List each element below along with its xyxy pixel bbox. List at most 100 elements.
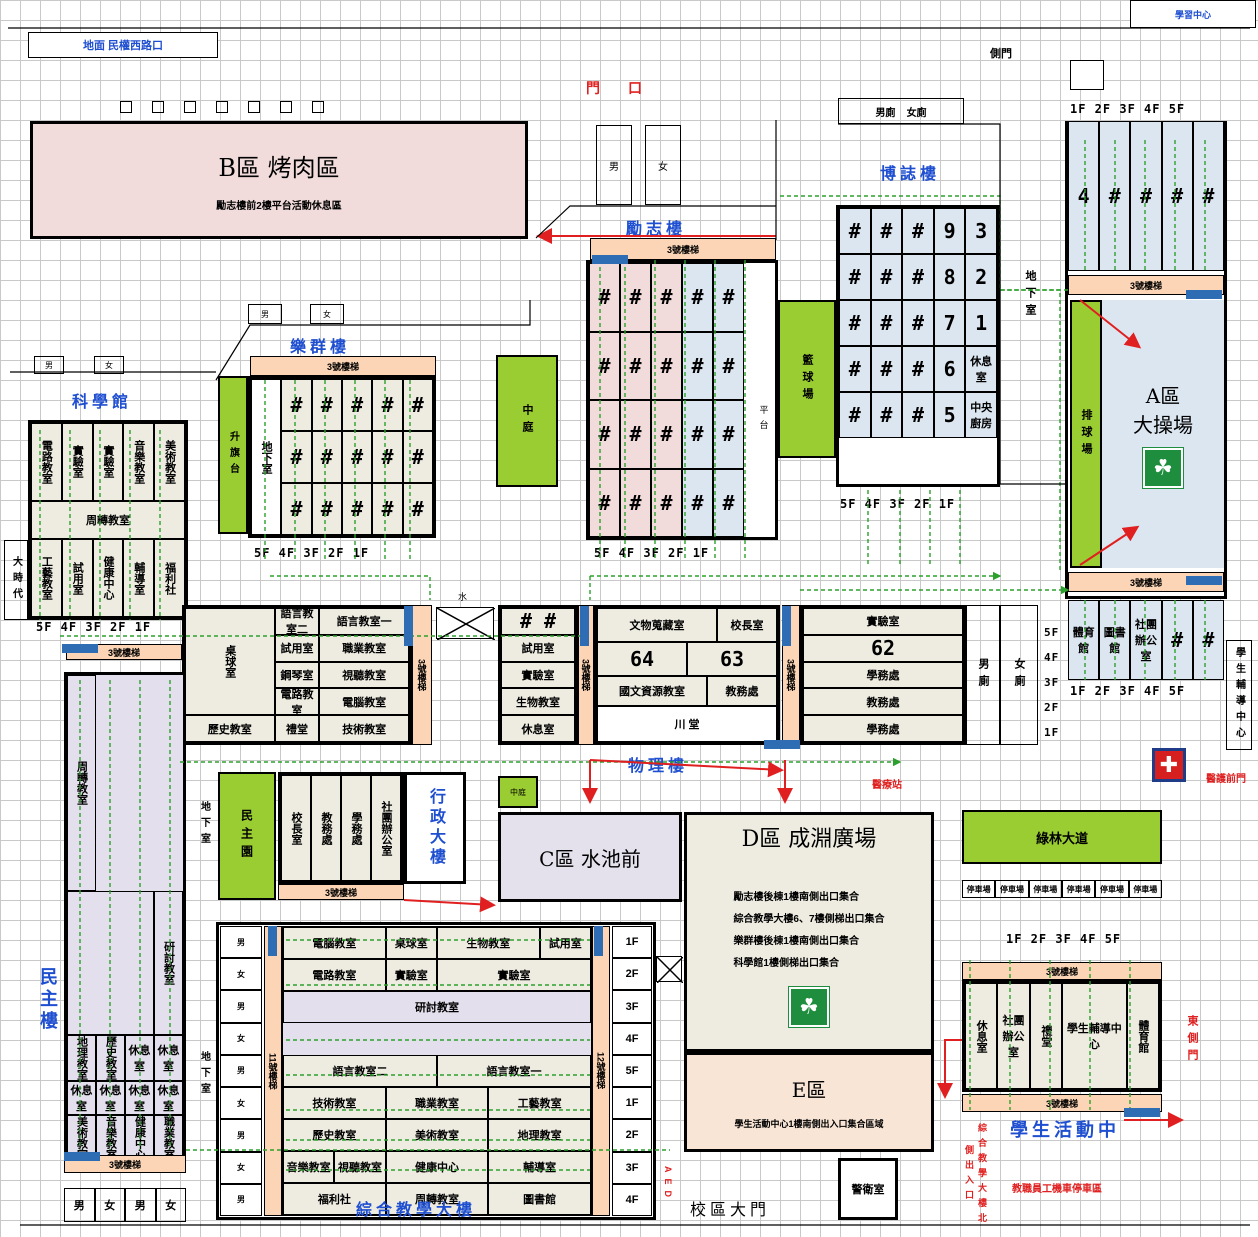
chunhui-stairs[interactable]: 3號樓梯 — [412, 605, 432, 745]
chunhui-room[interactable]: 電路教室 — [274, 688, 320, 716]
small-green-box[interactable]: 中庭 — [498, 776, 538, 808]
kexue-room[interactable]: 健康中心 — [92, 539, 124, 617]
zh-room[interactable]: 音樂教室 — [283, 1151, 335, 1183]
chunhui-room[interactable]: 禮堂 — [274, 715, 320, 742]
kexue-room[interactable]: 實驗室 — [92, 423, 124, 501]
a-stairs-bottom[interactable]: 3號樓梯 — [1068, 572, 1224, 592]
lequn-room[interactable]: # — [402, 483, 433, 535]
lizhi-room[interactable]: # — [620, 468, 651, 537]
a-sports-court[interactable]: 排球場 — [1070, 300, 1102, 568]
sc-room[interactable]: 社團辦公室 — [997, 983, 1030, 1089]
zh-room[interactable]: 福利社 — [283, 1183, 386, 1215]
boshi-room[interactable]: # — [870, 254, 903, 300]
kexue-mid[interactable]: 周轉教室 — [31, 500, 185, 540]
zh-room[interactable]: 美術教室 — [385, 1119, 489, 1151]
mid-room[interactable]: 實驗室 — [501, 661, 575, 689]
chunhui-room[interactable]: 技術教室 — [319, 715, 409, 742]
lequn-room[interactable]: # — [311, 379, 342, 431]
lizhi-room[interactable]: # — [713, 263, 744, 332]
zh-room[interactable]: 實驗室 — [385, 959, 437, 991]
lequn-room[interactable]: # — [281, 379, 312, 431]
zh-room[interactable]: 周轉教室 — [385, 1183, 489, 1215]
boshi-room[interactable]: # — [902, 208, 934, 254]
sc-stairs-top[interactable]: 3號樓梯 — [962, 962, 1162, 980]
lequn-room[interactable]: # — [402, 431, 433, 483]
lizhi-room[interactable]: # — [713, 331, 744, 400]
wenwu-room[interactable]: 文物蒐藏室 — [597, 608, 717, 642]
boshi-room[interactable]: # — [839, 208, 871, 254]
boshi-room-7[interactable]: 7 — [933, 300, 966, 346]
minzhu-room[interactable]: 休息室 — [154, 1035, 183, 1081]
lizhi-stairs[interactable]: 3號樓梯 — [590, 238, 776, 260]
zh-room[interactable]: 研討教室 — [283, 991, 591, 1023]
xz-room[interactable]: 社團辦公室 — [371, 775, 401, 881]
chunhui-side[interactable]: 桌球室 — [185, 608, 275, 716]
xingzheng-stairs[interactable]: 3號樓梯 — [278, 884, 404, 900]
zh-room[interactable]: 圖書館 — [488, 1183, 591, 1215]
wuli-room[interactable]: 學務處 — [803, 661, 963, 689]
lizhi-room[interactable]: # — [682, 400, 713, 469]
lequn-room[interactable]: # — [402, 379, 433, 431]
wuli-room[interactable]: 實驗室 — [803, 608, 963, 635]
zone-c-pond[interactable]: C區 水池前 — [498, 812, 682, 902]
room-63[interactable]: 63 — [687, 642, 777, 676]
sc-room[interactable]: 學生輔導中心 — [1061, 983, 1127, 1089]
lizhi-room[interactable]: # — [589, 400, 620, 469]
lizhi-room[interactable]: # — [682, 331, 713, 400]
boshi-room[interactable]: # — [839, 254, 871, 300]
zh-room[interactable]: 實驗室 — [436, 959, 591, 991]
boshi-room-3[interactable]: 3 — [965, 208, 997, 254]
lequn-room[interactable]: # — [342, 483, 373, 535]
zh-room[interactable]: 電腦教室 — [283, 927, 386, 959]
zone-e[interactable]: E區 學生活動中心1樓南側出入口集合區域 — [684, 1052, 934, 1152]
chunhui-room[interactable]: 鋼琴室 — [274, 661, 320, 689]
kexue-room[interactable]: 美術教室 — [154, 423, 185, 501]
sc-room[interactable]: 休息室 — [965, 983, 998, 1089]
boshi-room[interactable]: # — [902, 254, 934, 300]
wuli-room[interactable]: 學務處 — [803, 715, 963, 742]
lizhi-room[interactable]: # — [620, 400, 651, 469]
kexue-room[interactable]: 音樂教室 — [123, 423, 155, 501]
kexue-room[interactable]: 福利社 — [154, 539, 185, 617]
xz-room[interactable]: 教務處 — [311, 775, 341, 881]
boshi-room[interactable]: # — [870, 208, 903, 254]
boshi-room[interactable]: # — [902, 300, 934, 346]
lequn-room[interactable]: # — [281, 431, 312, 483]
minzhu-room[interactable]: 研討教室 — [154, 891, 183, 1035]
minzhu-room[interactable]: 休息室 — [67, 1081, 96, 1115]
a-room-4[interactable]: 4 — [1068, 121, 1100, 271]
lequn-room[interactable]: # — [311, 431, 342, 483]
lizhi-room[interactable]: # — [651, 468, 682, 537]
boshi-room-9[interactable]: 9 — [933, 208, 966, 254]
forest-avenue[interactable]: 綠林大道 — [962, 810, 1162, 864]
kexue-room[interactable]: 輔導室 — [123, 539, 155, 617]
boshi-room-kitchen[interactable]: 中央廚房 — [965, 392, 997, 438]
chunhui-room[interactable]: 職業教室 — [319, 634, 409, 662]
boshi-room-2[interactable]: 2 — [965, 254, 997, 300]
zone-d-plaza[interactable]: D區 成淵廣場 勵志樓後棟1樓南側出口集合 綜合教學大樓6、7樓側梯出口集合 樂… — [684, 812, 934, 1052]
kexue-room[interactable]: 實驗室 — [61, 423, 93, 501]
a-bottom-room[interactable]: 體育館 — [1068, 600, 1100, 680]
kexue-room[interactable]: 電路教室 — [31, 423, 62, 501]
chunhui-room[interactable]: 視聽教室 — [319, 661, 409, 689]
minzhu-room[interactable]: 休息室 — [154, 1081, 183, 1115]
lequn-room[interactable]: # — [342, 379, 373, 431]
a-room[interactable]: # — [1130, 121, 1162, 271]
zonghe-stairs-left[interactable]: 11號樓梯 — [264, 926, 282, 1216]
zh-room[interactable]: 健康中心 — [385, 1151, 489, 1183]
boshi-room[interactable]: # — [839, 392, 871, 438]
lizhi-room[interactable]: # — [651, 400, 682, 469]
a-bottom-room[interactable]: # — [1161, 600, 1193, 680]
boshi-room-5[interactable]: 5 — [933, 392, 966, 438]
kexue-room[interactable]: 工藝教室 — [31, 539, 62, 617]
wuli-room[interactable]: 教務處 — [803, 688, 963, 716]
ketang-hall[interactable]: 川 堂 — [597, 706, 777, 742]
lequn-room[interactable]: # — [342, 431, 373, 483]
lizhi-room[interactable]: # — [651, 263, 682, 332]
minzhu-room[interactable]: 地理教室 — [67, 1035, 96, 1081]
lequn-room[interactable]: # — [281, 483, 312, 535]
lizhi-room[interactable]: # — [682, 263, 713, 332]
boshi-room[interactable]: # — [870, 300, 903, 346]
chunhui-room[interactable]: 電腦教室 — [319, 688, 409, 716]
lizhi-room[interactable]: # — [589, 468, 620, 537]
